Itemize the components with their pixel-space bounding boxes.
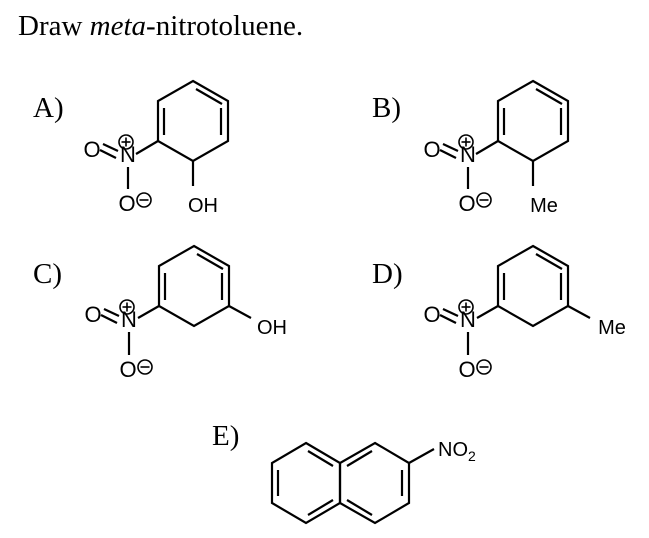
choice-c-benzene-ring	[157, 244, 231, 328]
choice-e-naphthalene-ring	[270, 441, 411, 525]
choice-a-negative-charge	[136, 192, 152, 208]
choice-d-positive-charge	[458, 299, 474, 315]
choice-a-o-single: O	[118, 191, 135, 216]
choice-c-o-double: O	[84, 302, 101, 327]
choice-d-negative-charge	[476, 359, 492, 375]
choice-e-nitro-group: NO2	[438, 439, 476, 464]
choice-d-ring-n-bond	[476, 305, 499, 319]
choice-a-double-bond-2	[99, 149, 117, 159]
question-text: Draw meta-nitrotoluene.	[18, 10, 303, 43]
choice-d-o-double: O	[423, 302, 440, 327]
choice-a-label: A)	[33, 92, 64, 124]
choice-d-benzene-ring	[496, 244, 570, 328]
choice-b-substituent: Me	[530, 195, 558, 217]
question-suffix: -nitrotoluene.	[146, 10, 304, 42]
choice-a-ring-n-bond	[135, 140, 159, 155]
choice-e-label: E)	[212, 420, 240, 452]
choice-d-ring-me-bond	[567, 305, 591, 319]
choice-a-o-double: O	[83, 137, 100, 162]
choice-c-o-single: O	[119, 357, 136, 382]
choice-b-o-single: O	[458, 191, 475, 216]
choice-d-o-single: O	[458, 357, 475, 382]
choice-b-double-bond-2	[439, 149, 457, 159]
choice-b-double-bond-1	[442, 143, 459, 152]
choice-c-ring-n-bond	[137, 305, 160, 319]
question-emphasis: meta	[89, 10, 147, 42]
choice-c-substituent: OH	[257, 317, 287, 339]
choice-b-positive-charge	[458, 134, 474, 150]
choice-c-double-bond-1	[103, 308, 120, 317]
choice-a-double-bond-1	[102, 143, 119, 152]
choice-c-positive-charge	[119, 299, 135, 315]
choice-d-double-bond-2	[439, 314, 457, 324]
choice-d-substituent: Me	[598, 317, 626, 339]
choice-b-ring-n-bond	[475, 140, 499, 155]
question-prefix: Draw	[18, 10, 90, 42]
choice-a-positive-charge	[118, 134, 134, 150]
choice-b-label: B)	[372, 92, 401, 124]
choice-c-label: C)	[33, 258, 62, 290]
choice-c-double-bond-2	[100, 314, 118, 324]
choice-b-o-double: O	[423, 137, 440, 162]
choice-b-negative-charge	[476, 192, 492, 208]
choice-d-label: D)	[372, 258, 403, 290]
choice-c-negative-charge	[137, 359, 153, 375]
choice-d-double-bond-1	[442, 308, 459, 317]
choice-c-ring-oh-bond	[228, 305, 252, 319]
choice-a-substituent: OH	[188, 195, 218, 217]
choice-e-ring-no2-bond	[408, 448, 435, 464]
